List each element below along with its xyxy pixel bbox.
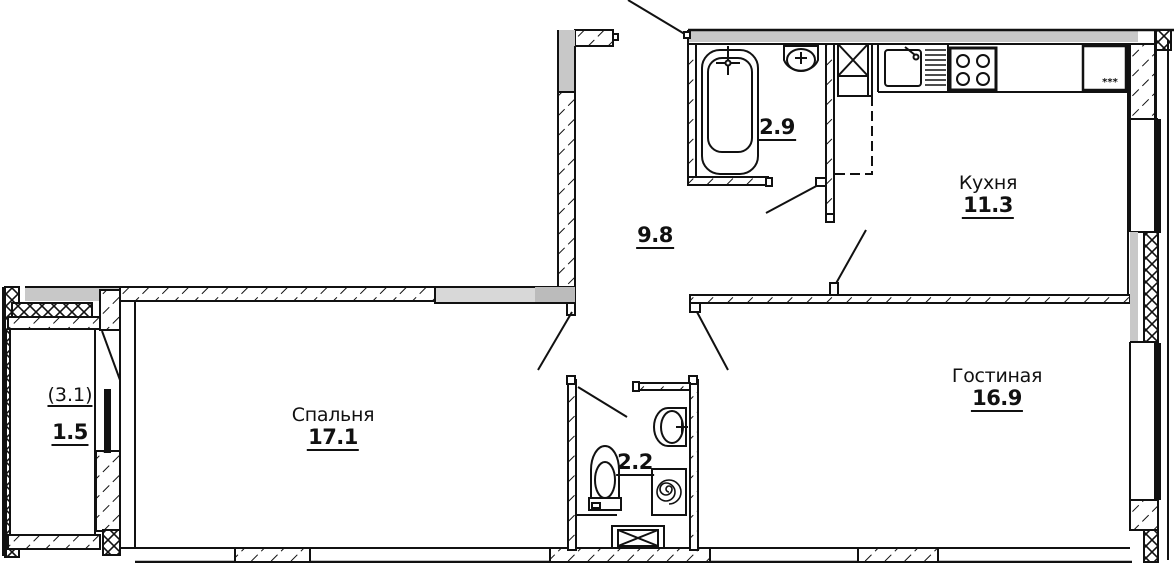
room-area: 2.2	[616, 450, 654, 476]
bathroom-walls	[687, 43, 873, 223]
room-area: 2.9	[758, 115, 796, 141]
fridge-icon: ***	[1081, 44, 1128, 92]
bathtub-icon	[701, 46, 759, 175]
room-name: Гостиная	[951, 365, 1043, 387]
door-swings	[537, 177, 867, 371]
boiler-icon	[651, 468, 687, 516]
room-label-bathroom: 2.9	[758, 116, 796, 141]
room-label-balcony: (3.1) 1.5	[47, 384, 93, 446]
wall-hallway-left	[557, 91, 576, 291]
room-name: Кухня	[958, 172, 1018, 194]
wall-living-top	[689, 294, 1131, 310]
wall-bottom	[120, 300, 1132, 563]
room-area: 17.1	[307, 425, 359, 451]
entrance-door-swing	[627, 0, 689, 37]
wall-top	[687, 28, 1174, 185]
room-label-kitchen: Кухня 11.3	[959, 172, 1017, 219]
kitchen-counter	[877, 44, 1129, 295]
wall-bedroom-top	[25, 286, 576, 548]
room-area-full: (3.1)	[47, 384, 93, 407]
toilet-shaft-icon	[611, 525, 665, 549]
svg-text:***: ***	[1102, 77, 1118, 88]
room-area: 9.8	[636, 223, 674, 249]
balcony	[2, 286, 121, 558]
room-area: 16.9	[971, 386, 1023, 412]
room-label-toilet: 2.2	[616, 451, 654, 476]
room-label-bedroom: Спальня 17.1	[291, 404, 375, 451]
stove-icon	[948, 46, 998, 92]
kitchen-sink-icon	[884, 44, 949, 92]
room-area: 1.5	[51, 420, 89, 446]
room-label-living-room: Гостиная 16.9	[952, 365, 1042, 412]
toilet-washbasin-icon	[653, 407, 688, 447]
washbasin-icon	[783, 45, 819, 72]
toilet-bowl-icon	[576, 445, 622, 516]
toilet-room-walls	[566, 375, 699, 551]
room-name: Спальня	[291, 404, 375, 426]
room-label-hallway: 9.8	[636, 224, 674, 249]
room-area: 11.3	[962, 193, 1014, 219]
wall-right	[1129, 29, 1172, 563]
